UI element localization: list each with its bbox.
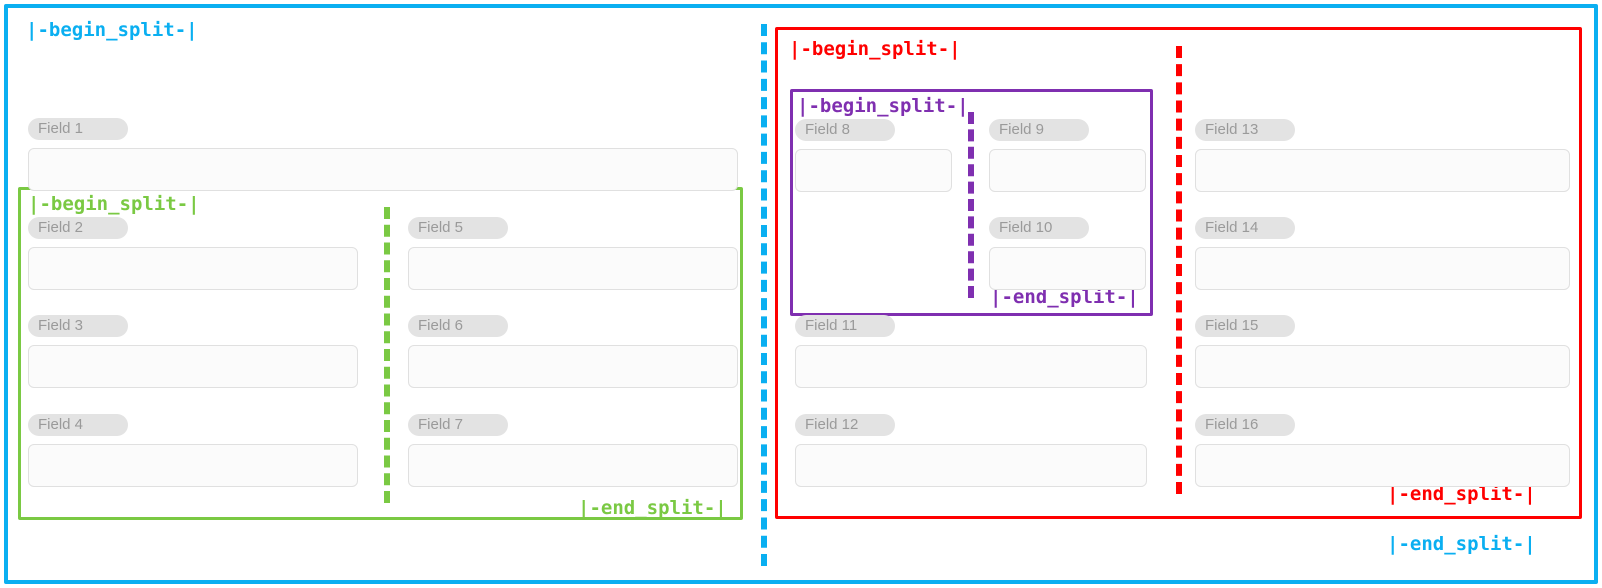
field-11: Field 11 xyxy=(795,315,1147,388)
right-inner-split-begin-marker: |-begin_split-| xyxy=(789,38,961,60)
field-13-label: Field 13 xyxy=(1195,119,1295,141)
field-12-input[interactable] xyxy=(795,444,1147,487)
field-4-input[interactable] xyxy=(28,444,358,487)
field-11-input[interactable] xyxy=(795,345,1147,388)
outer-split-divider xyxy=(761,24,767,566)
field-9: Field 9 xyxy=(989,119,1146,192)
field-3: Field 3 xyxy=(28,315,358,388)
field-8: Field 8 xyxy=(795,119,952,192)
field-6-input[interactable] xyxy=(408,345,738,388)
right-inner-split-region-box xyxy=(775,27,1582,519)
left-inner-split-begin-marker: |-begin_split-| xyxy=(28,193,200,215)
field-4-label: Field 4 xyxy=(28,414,128,436)
field-8-input[interactable] xyxy=(795,149,952,192)
field-7-input[interactable] xyxy=(408,444,738,487)
field-3-input[interactable] xyxy=(28,345,358,388)
nested-split-end-marker: |-end_split-| xyxy=(990,286,1139,308)
field-14-input[interactable] xyxy=(1195,247,1570,290)
nested-split-begin-marker: |-begin_split-| xyxy=(797,95,969,117)
left-inner-split-divider xyxy=(384,207,390,503)
field-8-label: Field 8 xyxy=(795,119,895,141)
field-12-label: Field 12 xyxy=(795,414,895,436)
field-1-label: Field 1 xyxy=(28,118,128,140)
field-3-label: Field 3 xyxy=(28,315,128,337)
field-9-label: Field 9 xyxy=(989,119,1089,141)
field-6-label: Field 6 xyxy=(408,315,508,337)
field-1: Field 1 xyxy=(28,118,738,191)
field-14: Field 14 xyxy=(1195,217,1570,290)
field-10-label: Field 10 xyxy=(989,217,1089,239)
outer-split-end-marker: |-end_split-| xyxy=(1387,533,1536,555)
nested-split-divider xyxy=(968,112,974,298)
field-10-input[interactable] xyxy=(989,247,1146,290)
field-9-input[interactable] xyxy=(989,149,1146,192)
right-inner-split-end-marker: |-end_split-| xyxy=(1387,483,1536,505)
field-10: Field 10 xyxy=(989,217,1146,290)
field-2: Field 2 xyxy=(28,217,358,290)
field-5: Field 5 xyxy=(408,217,738,290)
right-inner-split-divider xyxy=(1176,46,1182,494)
outer-split-begin-marker: |-begin_split-| xyxy=(26,19,198,41)
field-14-label: Field 14 xyxy=(1195,217,1295,239)
field-7-label: Field 7 xyxy=(408,414,508,436)
nested-split-region-box xyxy=(790,89,1153,316)
field-5-input[interactable] xyxy=(408,247,738,290)
field-13: Field 13 xyxy=(1195,119,1570,192)
field-2-input[interactable] xyxy=(28,247,358,290)
field-5-label: Field 5 xyxy=(408,217,508,239)
field-16-label: Field 16 xyxy=(1195,414,1295,436)
field-15-input[interactable] xyxy=(1195,345,1570,388)
field-1-input[interactable] xyxy=(28,148,738,191)
field-6: Field 6 xyxy=(408,315,738,388)
field-13-input[interactable] xyxy=(1195,149,1570,192)
field-2-label: Field 2 xyxy=(28,217,128,239)
outer-split-region-box xyxy=(4,4,1598,584)
field-7: Field 7 xyxy=(408,414,738,487)
field-4: Field 4 xyxy=(28,414,358,487)
field-12: Field 12 xyxy=(795,414,1147,487)
field-16: Field 16 xyxy=(1195,414,1570,487)
left-inner-split-end-marker: |-end_split-| xyxy=(578,497,727,519)
field-15-label: Field 15 xyxy=(1195,315,1295,337)
field-15: Field 15 xyxy=(1195,315,1570,388)
field-11-label: Field 11 xyxy=(795,315,895,337)
field-16-input[interactable] xyxy=(1195,444,1570,487)
